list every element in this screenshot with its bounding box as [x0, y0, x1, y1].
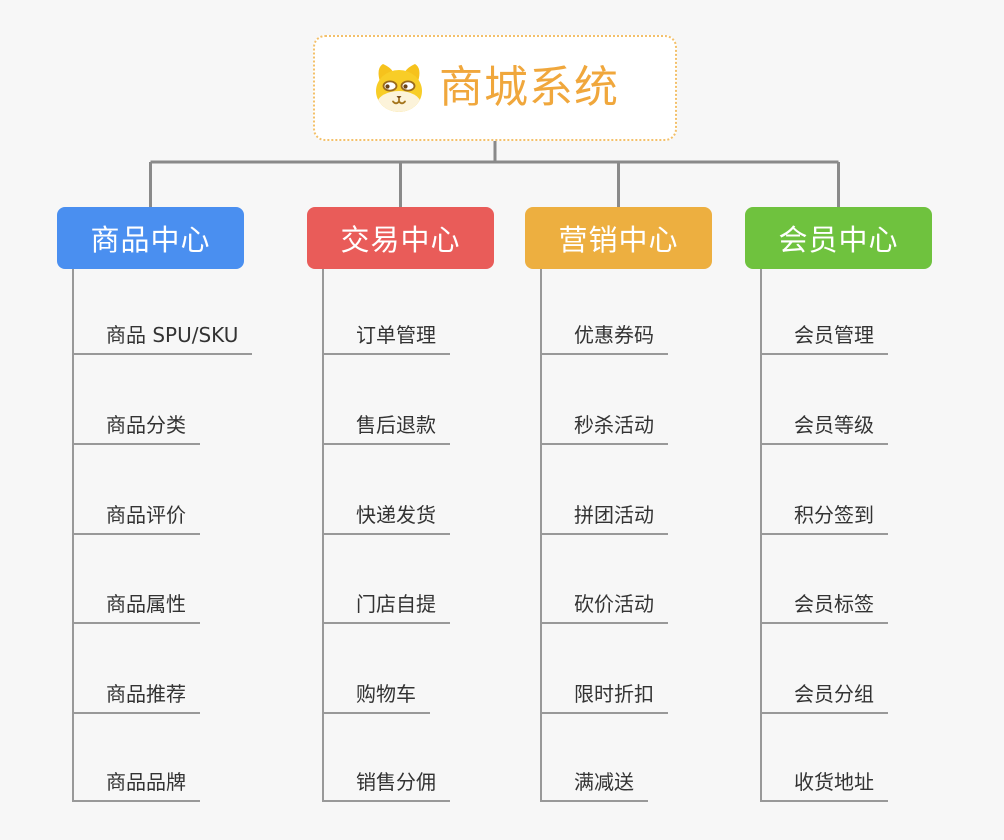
leaf-node[interactable]: 优惠券码 — [540, 311, 668, 355]
leaf-node[interactable]: 销售分佣 — [322, 758, 450, 802]
leaf-node[interactable]: 会员标签 — [760, 580, 888, 624]
leaf-node[interactable]: 秒杀活动 — [540, 401, 668, 445]
leaf-node[interactable]: 商品属性 — [72, 580, 200, 624]
leaf-node[interactable]: 会员分组 — [760, 670, 888, 714]
leaf-node[interactable]: 订单管理 — [322, 311, 450, 355]
leaf-node[interactable]: 商品 SPU/SKU — [72, 311, 253, 355]
dog-face-icon — [376, 64, 422, 112]
branch-node-0[interactable]: 商品中心 — [57, 207, 244, 269]
leaf-node[interactable]: 满减送 — [540, 758, 648, 802]
branch-spine-0 — [72, 269, 74, 802]
branch-spine-3 — [760, 269, 762, 802]
leaf-node[interactable]: 商品评价 — [72, 491, 200, 535]
branch-spine-2 — [540, 269, 542, 802]
leaf-node[interactable]: 商品分类 — [72, 401, 200, 445]
leaf-node[interactable]: 会员管理 — [760, 311, 888, 355]
root-node[interactable]: 商城系统 — [313, 35, 677, 141]
branch-node-1[interactable]: 交易中心 — [307, 207, 494, 269]
leaf-node[interactable]: 限时折扣 — [540, 670, 668, 714]
leaf-node[interactable]: 购物车 — [322, 670, 430, 714]
leaf-node[interactable]: 商品推荐 — [72, 670, 200, 714]
branch-node-2[interactable]: 营销中心 — [525, 207, 712, 269]
leaf-node[interactable]: 砍价活动 — [540, 580, 668, 624]
leaf-node[interactable]: 商品品牌 — [72, 758, 200, 802]
branch-node-3[interactable]: 会员中心 — [745, 207, 932, 269]
leaf-node[interactable]: 售后退款 — [322, 401, 450, 445]
leaf-node[interactable]: 快递发货 — [322, 491, 450, 535]
branch-spine-1 — [322, 269, 324, 802]
leaf-node[interactable]: 门店自提 — [322, 580, 450, 624]
leaf-node[interactable]: 收货地址 — [760, 758, 888, 802]
root-title: 商城系统 — [439, 62, 619, 113]
leaf-node[interactable]: 会员等级 — [760, 401, 888, 445]
leaf-node[interactable]: 拼团活动 — [540, 491, 668, 535]
leaf-node[interactable]: 积分签到 — [760, 491, 888, 535]
